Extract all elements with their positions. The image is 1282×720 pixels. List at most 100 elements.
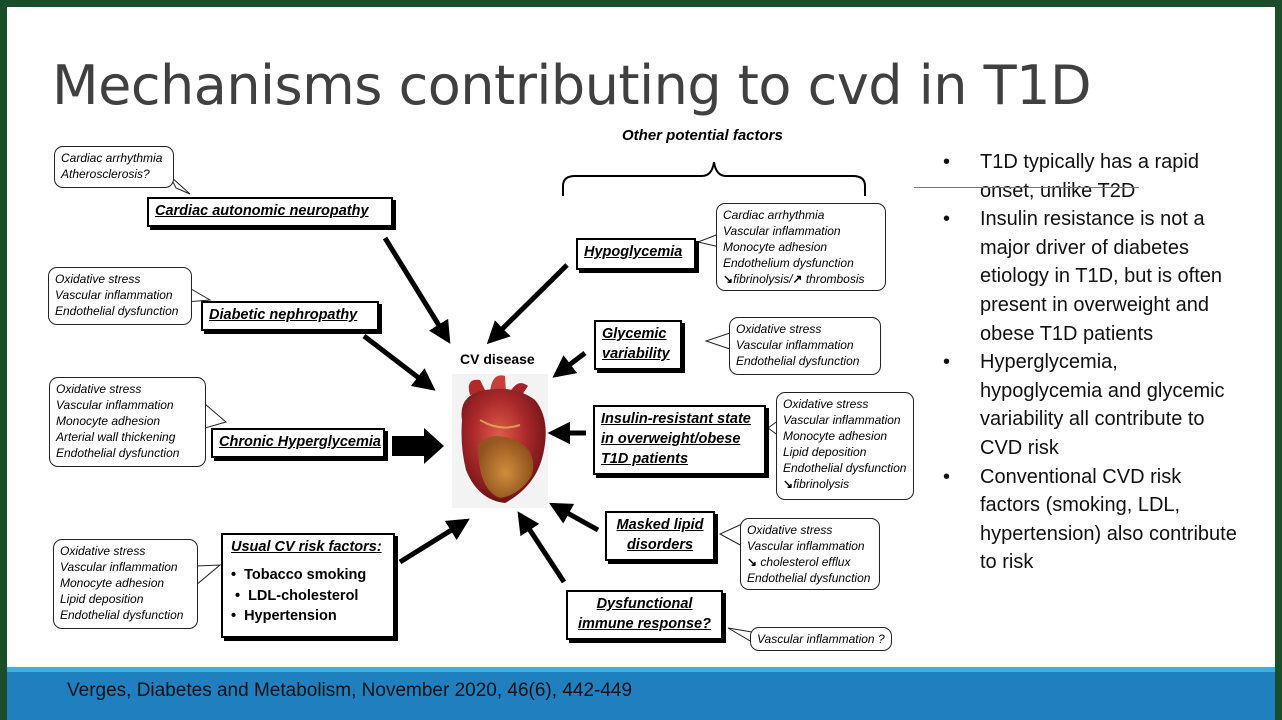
effect-text: Endothelial dysfunction: [736, 354, 860, 368]
down-arrow-icon: ↘: [723, 272, 734, 286]
cardiac-neuropathy-box: Cardiac autonomic neuropathy: [147, 197, 393, 227]
annotation-line: [914, 187, 1139, 188]
effect-text: thrombosis: [802, 272, 865, 286]
bullet-item: Hyperglycemia, hypoglycemia and glycemic…: [938, 348, 1238, 462]
arrow-glycemic: [552, 351, 587, 378]
glycemic-box: Glycemic variability: [594, 320, 682, 370]
immune-label-line: Dysfunctional: [596, 596, 693, 612]
hypoglycemia-label: Hypoglycemia: [584, 244, 683, 260]
effect-text: Vascular inflammation ?: [757, 632, 885, 646]
effect-text: Endothelial dysfunction: [60, 608, 184, 622]
nephropathy-label: Diabetic nephropathy: [209, 307, 358, 323]
citation-text: Verges, Diabetes and Metabolism, Novembe…: [67, 680, 633, 701]
hyperglycemia-label: Chronic Hyperglycemia: [219, 434, 381, 450]
glycemic-label-line: Glycemic: [602, 326, 667, 342]
effect-text: Lipid deposition: [60, 592, 144, 606]
arrow-hypoglycemia: [486, 263, 569, 345]
immune-effects-bubble: Vascular inflammation ?: [750, 627, 892, 651]
immune-box: Dysfunctional immune response?: [566, 590, 723, 640]
bullet-list: T1D typically has a rapid onset, unlike …: [938, 148, 1238, 577]
effect-text: Endothelial dysfunction: [747, 571, 871, 585]
bullet-item: T1D typically has a rapid onset, unlike …: [938, 148, 1238, 205]
lipid-box: Masked lipid disorders: [605, 511, 715, 561]
down-arrow-icon: ↘: [747, 555, 758, 569]
insulin-resistance-box: Insulin-resistant state in overweight/ob…: [593, 405, 766, 475]
effect-text: Monocyte adhesion: [723, 240, 828, 254]
arrow-immune: [517, 511, 567, 584]
effect-text: Endothelium dysfunction: [723, 256, 854, 270]
usual-risk-box: Usual CV risk factors: Tobacco smoking L…: [221, 533, 395, 638]
footer-accent-line: [7, 667, 1275, 672]
usual-risk-label: Usual CV risk factors: [231, 539, 377, 555]
effect-text: Oxidative stress: [60, 544, 146, 558]
immune-label-line: immune response?: [578, 616, 711, 632]
effect-text: Vascular inflammation: [56, 398, 174, 412]
effect-text: Atherosclerosis?: [61, 167, 150, 181]
effect-text: Oxidative stress: [747, 523, 833, 537]
usual-risk-colon: :: [376, 539, 382, 555]
effect-text: Endothelial dysfunction: [783, 461, 907, 475]
effect-text: Monocyte adhesion: [783, 429, 888, 443]
effect-text: fibrinolysis: [793, 477, 850, 491]
effect-text: Oxidative stress: [736, 322, 822, 336]
up-arrow-icon: ↗: [792, 272, 803, 286]
arrow-hyperglycemia: [392, 428, 444, 464]
usual-risk-effects-bubble: Oxidative stress Vascular inflammation M…: [53, 539, 198, 629]
hyperglycemia-box: Chronic Hyperglycemia: [211, 428, 385, 458]
glycemic-label-line: variability: [602, 346, 670, 362]
hyperglycemia-effects-bubble: Oxidative stress Vascular inflammation M…: [49, 377, 206, 467]
nephropathy-effects-bubble: Oxidative stress Vascular inflammation E…: [48, 267, 192, 325]
bullet-item: Insulin resistance is not a major driver…: [938, 205, 1238, 348]
arrow-lipid: [549, 502, 600, 533]
effect-text: Vascular inflammation: [783, 413, 901, 427]
arrow-usual-risk: [398, 518, 470, 565]
arrow-nephropathy: [362, 334, 436, 391]
lipid-label-line: disorders: [626, 537, 694, 553]
effect-text: Monocyte adhesion: [56, 414, 161, 428]
lipid-effects-bubble: Oxidative stress Vascular inflammation ↘…: [740, 518, 880, 590]
insulin-label-line: in overweight/obese: [601, 431, 741, 447]
usual-risk-item: Tobacco smoking: [231, 565, 385, 586]
neuropathy-effects-bubble: Cardiac arrhythmia Atherosclerosis?: [54, 146, 174, 188]
usual-risk-item: Hypertension: [231, 606, 385, 627]
effect-text: Endothelial dysfunction: [56, 446, 180, 460]
effect-text: Vascular inflammation: [723, 224, 841, 238]
slide-title: Mechanisms contributing to cvd in T1D: [52, 54, 1092, 117]
other-factors-label: Other potential factors: [622, 127, 783, 144]
hypoglycemia-box: Hypoglycemia: [576, 238, 696, 270]
effect-text: Oxidative stress: [55, 272, 141, 286]
effect-text: Vascular inflammation: [55, 288, 173, 302]
lipid-label-line: Masked lipid: [616, 517, 704, 533]
bullet-item: Conventional CVD risk factors (smoking, …: [938, 463, 1238, 577]
cardiac-neuropathy-label: Cardiac autonomic neuropathy: [155, 203, 369, 219]
heart-illustration: [452, 374, 548, 508]
insulin-label-line: T1D patients: [601, 451, 689, 467]
arrow-neuropathy: [382, 236, 451, 344]
down-arrow-icon: ↘: [783, 477, 794, 491]
effect-text: Cardiac arrhythmia: [61, 151, 163, 165]
tail-immune: [727, 627, 753, 643]
tail-hyperglycemia: [204, 402, 228, 429]
hypoglycemia-effects-bubble: Cardiac arrhythmia Vascular inflammation…: [716, 203, 886, 291]
insulin-effects-bubble: Oxidative stress Vascular inflammation M…: [776, 392, 914, 500]
effect-text: fibrinolysis/: [733, 272, 793, 286]
effect-text: Vascular inflammation: [60, 560, 178, 574]
effect-text: Arterial wall thickening: [56, 430, 176, 444]
cv-disease-label: CV disease: [460, 351, 535, 367]
tail-glycemic: [704, 332, 731, 350]
effect-text: Vascular inflammation: [747, 539, 865, 553]
footer-bar: Verges, Diabetes and Metabolism, Novembe…: [7, 667, 1275, 720]
effect-text: Vascular inflammation: [736, 338, 854, 352]
insulin-label-line: Insulin-resistant state: [601, 411, 751, 427]
brace: [562, 161, 866, 196]
effect-text: cholesterol efflux: [757, 555, 851, 569]
usual-risk-item: LDL-cholesterol: [231, 586, 385, 607]
effect-text: Endothelial dysfunction: [55, 304, 179, 318]
effect-text: Cardiac arrhythmia: [723, 208, 825, 222]
effect-text: Oxidative stress: [56, 382, 142, 396]
glycemic-effects-bubble: Oxidative stress Vascular inflammation E…: [729, 317, 881, 375]
tail-lipid: [718, 523, 743, 547]
effect-text: Monocyte adhesion: [60, 576, 165, 590]
effect-text: Lipid deposition: [783, 445, 867, 459]
